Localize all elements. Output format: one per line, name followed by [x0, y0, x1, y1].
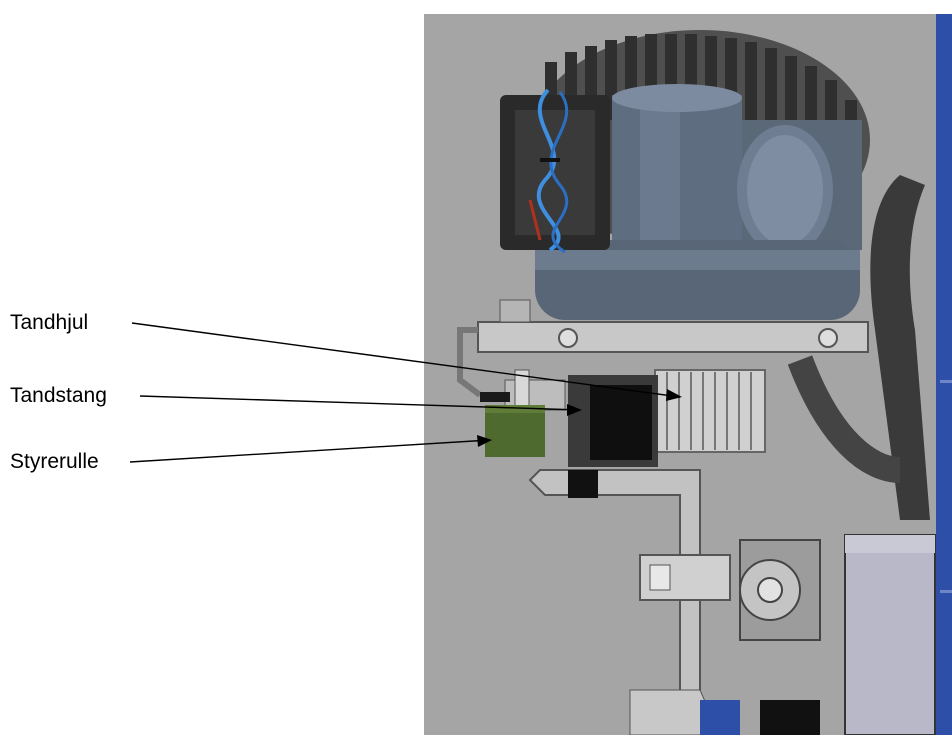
blue-side-panel: [936, 14, 952, 735]
leader-line-roller: [129, 439, 491, 463]
lower-bracket: [528, 469, 936, 736]
guide-roller: [485, 405, 545, 457]
leader-lines: [129, 322, 681, 463]
gear: [654, 369, 766, 453]
label-rack: Tandstang: [10, 384, 107, 407]
arrowheads: [477, 389, 682, 447]
motor: [535, 84, 862, 320]
arrowhead-gear: [666, 389, 682, 401]
rack: [480, 369, 658, 467]
arrowhead-roller: [477, 435, 492, 447]
mounting-plate: [457, 299, 869, 398]
hose: [870, 175, 930, 520]
label-gear: Tandhjul: [10, 311, 89, 334]
label-guide-roller: Styrerulle: [10, 450, 99, 473]
leader-line-rack: [139, 395, 581, 411]
arrowhead-rack: [567, 404, 582, 416]
terminal-box: [500, 88, 610, 254]
leader-line-gear: [131, 322, 681, 398]
